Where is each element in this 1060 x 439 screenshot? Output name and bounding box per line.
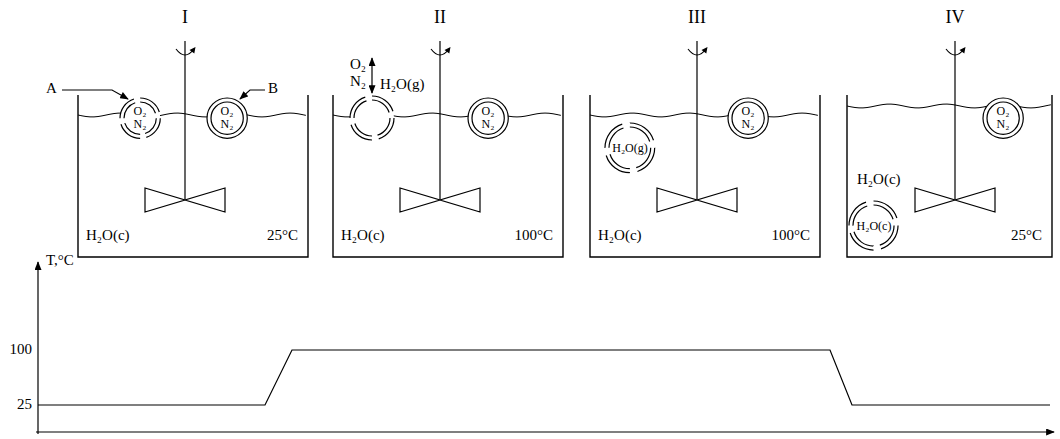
temperature-label: 25°C [267, 227, 298, 244]
axis-title: T,°C [46, 252, 74, 269]
sphere-outline [124, 102, 156, 134]
sphere-content: O₂ N₂ [221, 105, 234, 130]
sphere-content: H₂O(g) [612, 142, 648, 155]
stage-number: II [434, 7, 446, 28]
sphere-outline [120, 98, 160, 138]
gas-label: H₂O(g) [380, 76, 424, 93]
sphere-outline [354, 100, 390, 136]
gas-sphere: O₂ N₂ [982, 97, 1024, 139]
sphere-content: O₂ N₂ [134, 105, 147, 130]
x-axis [36, 431, 1054, 432]
gas-sphere: O₂ N₂ [119, 97, 161, 139]
beaker-wall [847, 95, 1052, 257]
beaker-wall [590, 95, 820, 257]
gas-sphere: H₂O(c) [848, 200, 899, 251]
sphere-content: O₂ N₂ [742, 105, 755, 130]
stirrer-impeller [657, 188, 737, 212]
stage-number: IV [946, 7, 965, 28]
rotation-arrowhead [960, 47, 966, 54]
sphere-outline [983, 98, 1023, 138]
leader-line [240, 90, 265, 99]
liquid-label: H₂O(c) [86, 227, 130, 244]
stirrer-shaft [439, 41, 440, 200]
gas-label: N₂ [350, 73, 366, 90]
sphere-outline [472, 102, 504, 134]
exchange-arrow [371, 58, 372, 93]
sphere-content: O₂ N₂ [997, 105, 1010, 130]
sphere-outline [605, 123, 655, 173]
beaker: I H₂O(c) 25°C O₂ N₂ O₂ N₂ [78, 5, 308, 257]
beaker-wall [78, 95, 308, 257]
sphere-outline [853, 205, 894, 246]
liquid-label: H₂O(c) [598, 227, 642, 244]
axis-tick-label: 100 [2, 341, 32, 358]
axis-tick-label: 25 [2, 396, 32, 413]
rotation-arrowhead [702, 47, 708, 54]
stirrer-impeller [400, 188, 480, 212]
callout-letter: B [268, 80, 278, 97]
liquid-label: H₂O(c) [857, 171, 901, 188]
beaker: II H₂O(c) 100°C O₂ N₂ [333, 5, 563, 257]
temperature-label: 100°C [771, 227, 810, 244]
sphere-outline [211, 102, 243, 134]
stirrer-impeller [145, 188, 225, 212]
stirrer-impeller [915, 188, 995, 212]
gas-sphere: O₂ N₂ [206, 97, 248, 139]
beaker-outline [333, 5, 563, 257]
leader-line [62, 90, 128, 99]
stirrer-shaft [954, 41, 955, 200]
beaker: IV H₂O(c) 25°C H₂O(c) O₂ N₂ [847, 5, 1052, 257]
gas-sphere: O₂ N₂ [727, 97, 769, 139]
y-axis [37, 262, 38, 434]
stage-number: III [688, 7, 706, 28]
sphere-content: H₂O(c) [857, 220, 892, 233]
sphere-outline [732, 102, 764, 134]
sphere-outline [207, 98, 247, 138]
stirrer-shaft [184, 41, 185, 200]
water-surface [590, 113, 818, 117]
callout-letter: A [46, 80, 57, 97]
sphere-outline [609, 127, 651, 169]
gas-sphere: O₂ N₂ [467, 97, 509, 139]
rotation-arrowhead [190, 47, 196, 54]
temperature-curve [38, 350, 1050, 405]
rotation-arrowhead [445, 47, 451, 54]
sphere-outline [987, 102, 1019, 134]
stage-number: I [182, 7, 188, 28]
temperature-label: 100°C [514, 227, 553, 244]
beaker-wall [333, 95, 563, 257]
beaker: III H₂O(c) 100°C H₂O(g) O₂ N₂ [590, 5, 820, 257]
sphere-outline [849, 201, 898, 250]
gas-label: O₂ [350, 56, 366, 73]
stirrer-shaft [696, 41, 697, 200]
sphere-outline [468, 98, 508, 138]
sphere-outline [350, 96, 394, 140]
liquid-label: H₂O(c) [341, 227, 385, 244]
beaker-outline [78, 5, 308, 257]
water-surface [78, 113, 306, 117]
sphere-outline [728, 98, 768, 138]
temperature-label: 25°C [1011, 227, 1042, 244]
gas-sphere: H₂O(g) [604, 122, 656, 174]
sphere-content: O₂ N₂ [482, 105, 495, 130]
